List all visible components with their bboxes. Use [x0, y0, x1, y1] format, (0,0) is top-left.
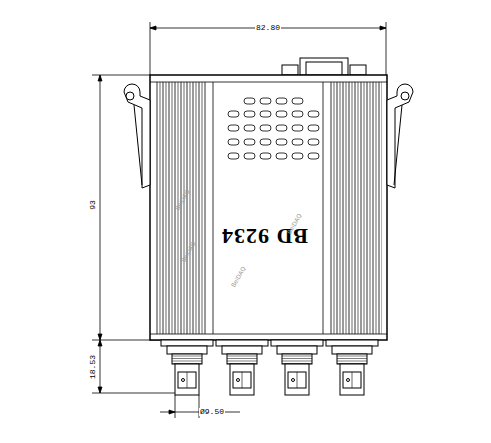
dimension-lines — [92, 22, 386, 418]
mounting-clips — [124, 84, 413, 188]
top-connector — [282, 58, 366, 75]
dimension-width: 82.80 — [255, 24, 281, 32]
vent-slots — [228, 98, 319, 159]
housing — [150, 75, 387, 340]
model-name: BD 9234 — [221, 225, 308, 247]
dimension-connector-length: 18.53 — [89, 354, 97, 380]
dimension-diameter: Ø9.50 — [199, 408, 225, 416]
bnc-connectors — [161, 340, 378, 395]
dimension-height: 93 — [89, 199, 97, 211]
